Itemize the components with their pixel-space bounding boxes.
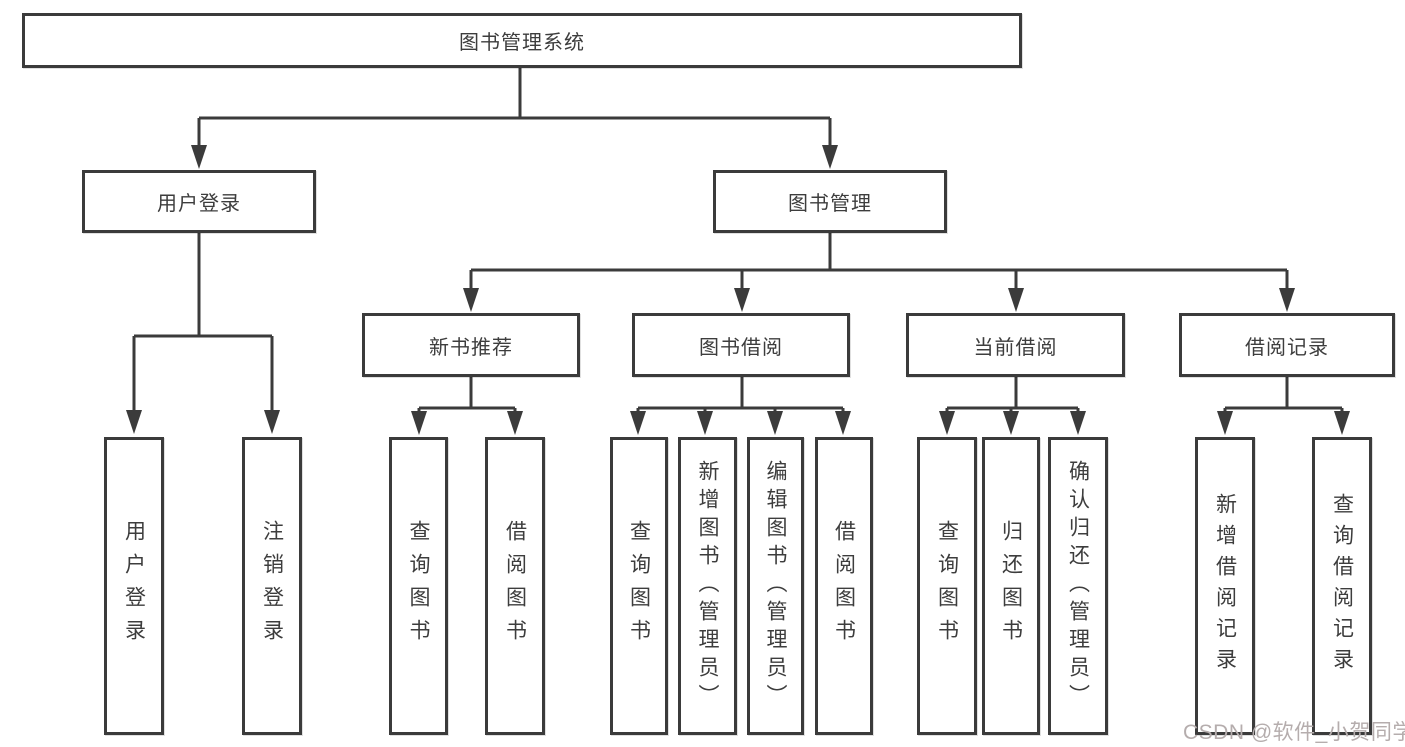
- leaf-bb-edit-books-admin: 编辑图书（管理员）: [747, 437, 804, 735]
- leaf-bb-query-books-label: 查询图书: [627, 520, 651, 652]
- leaf-cb-return-books-label: 归还图书: [999, 520, 1023, 652]
- leaf-user-login-label: 用户登录: [122, 520, 146, 652]
- arrowhead-user-login: [191, 145, 207, 169]
- node-book-borrow-label: 图书借阅: [699, 336, 783, 359]
- arrowhead-book-management: [822, 145, 838, 169]
- node-new-book-recommend: 新书推荐: [362, 313, 580, 377]
- leaf-bb-edit-books-admin-label: 编辑图书（管理员）: [764, 460, 787, 712]
- arrowhead-nb-borrow: [507, 411, 523, 435]
- node-user-login: 用户登录: [82, 170, 316, 233]
- leaf-br-add-record-label: 新增借阅记录: [1213, 493, 1237, 679]
- node-borrow-records-label: 借阅记录: [1245, 336, 1329, 359]
- leaf-bb-borrow-books: 借阅图书: [815, 437, 873, 735]
- leaf-cb-confirm-return-admin-label: 确认归还（管理员）: [1066, 460, 1090, 712]
- leaf-bb-borrow-books-label: 借阅图书: [832, 520, 856, 652]
- leaf-br-query-record: 查询借阅记录: [1312, 437, 1372, 735]
- node-book-management-label: 图书管理: [788, 193, 872, 215]
- node-book-management: 图书管理: [713, 170, 947, 233]
- arrowhead-bb-add: [697, 411, 713, 435]
- arrowhead-current-borrow: [1008, 288, 1024, 312]
- node-borrow-records: 借阅记录: [1179, 313, 1395, 377]
- node-root: 图书管理系统: [22, 13, 1022, 68]
- arrowhead-bb-edit: [767, 411, 783, 435]
- leaf-bb-query-books: 查询图书: [610, 437, 668, 735]
- arrowhead-nb-query: [411, 411, 427, 435]
- leaf-bb-add-books-admin: 新增图书（管理员）: [678, 437, 737, 735]
- node-current-borrow: 当前借阅: [906, 313, 1125, 377]
- node-book-borrow: 图书借阅: [632, 313, 850, 377]
- csdn-watermark: CSDN @软件_小贺同学: [1183, 721, 1405, 744]
- connector-book-borrow: [636, 377, 845, 412]
- connector-current-borrow: [945, 377, 1080, 412]
- arrowhead-cb-return: [1003, 411, 1019, 435]
- connector-user-login: [132, 232, 274, 410]
- node-current-borrow-label: 当前借阅: [973, 336, 1058, 359]
- leaf-cb-confirm-return-admin: 确认归还（管理员）: [1048, 437, 1108, 735]
- arrowhead-leaf-login: [126, 410, 142, 434]
- leaf-bb-add-books-admin-label: 新增图书（管理员）: [696, 460, 719, 712]
- leaf-nb-borrow-books: 借阅图书: [485, 437, 545, 735]
- arrowhead-leaf-logout: [264, 410, 280, 434]
- arrowhead-bb-query: [630, 411, 646, 435]
- leaf-nb-query-books: 查询图书: [389, 437, 448, 735]
- leaf-cb-query-books: 查询图书: [917, 437, 977, 735]
- node-root-label: 图书管理系统: [459, 32, 585, 54]
- arrowhead-borrow-records: [1279, 288, 1295, 312]
- arrowhead-br-add: [1217, 411, 1233, 435]
- arrowhead-new-book: [463, 288, 479, 312]
- leaf-logout-label: 注销登录: [260, 520, 284, 652]
- connector-new-book: [417, 377, 517, 412]
- leaf-br-add-record: 新增借阅记录: [1195, 437, 1255, 735]
- leaf-cb-query-books-label: 查询图书: [935, 520, 959, 652]
- arrowhead-bb-borrow: [835, 411, 851, 435]
- leaf-user-login: 用户登录: [104, 437, 164, 735]
- arrowhead-book-borrow: [734, 288, 750, 312]
- leaf-br-query-record-label: 查询借阅记录: [1330, 493, 1354, 679]
- connector-root: [197, 68, 832, 146]
- leaf-nb-query-books-label: 查询图书: [407, 520, 430, 652]
- connector-borrow-records: [1223, 377, 1344, 412]
- leaf-logout: 注销登录: [242, 437, 302, 735]
- arrowhead-cb-query: [939, 411, 955, 435]
- node-user-login-label: 用户登录: [157, 193, 241, 215]
- connector-book-management: [469, 232, 1289, 289]
- arrowhead-br-query: [1334, 411, 1350, 435]
- arrowhead-cb-confirm: [1070, 411, 1086, 435]
- leaf-nb-borrow-books-label: 借阅图书: [503, 520, 527, 652]
- leaf-cb-return-books: 归还图书: [982, 437, 1040, 735]
- node-new-book-recommend-label: 新书推荐: [429, 336, 513, 359]
